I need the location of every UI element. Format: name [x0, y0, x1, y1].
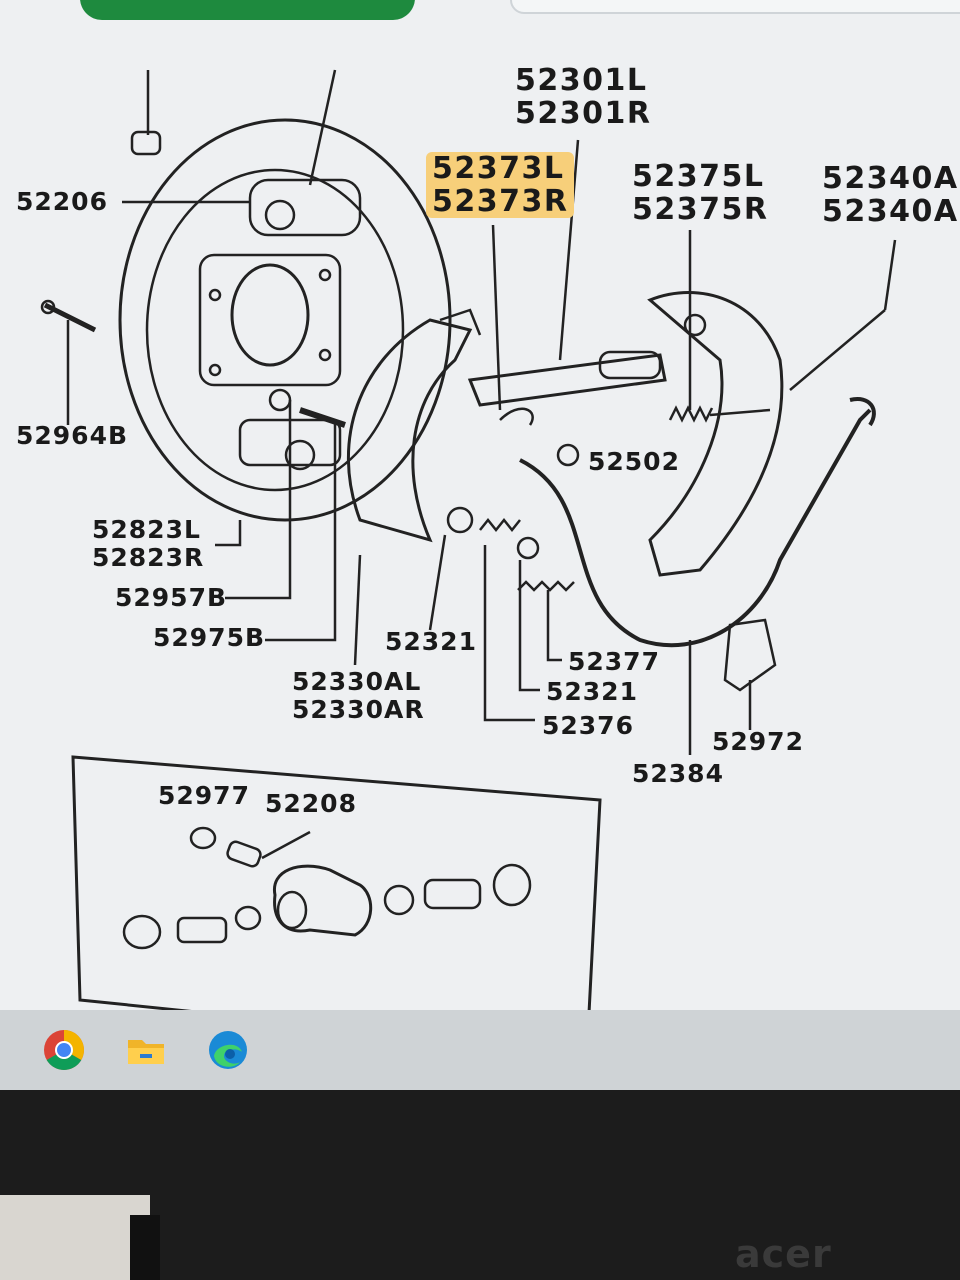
part-label-52321-b: 52321	[546, 677, 638, 706]
part-label-52823: 52823L 52823R	[92, 515, 205, 572]
part-label-52340: 52340A 52340A	[822, 161, 959, 229]
part-label-52373-highlighted: 52373L 52373R	[426, 152, 575, 218]
file-explorer-icon[interactable]	[122, 1026, 170, 1074]
part-label-52377: 52377	[568, 647, 660, 676]
part-label-52208: 52208	[265, 789, 357, 818]
desk-surface	[0, 1195, 150, 1280]
part-label-52964: 52964B	[16, 421, 129, 450]
part-label-52301: 52301L 52301R	[515, 63, 652, 131]
screen: 52206 52301L 52301R 52373L 52373R 52375L…	[0, 0, 960, 1110]
part-label-52502: 52502	[588, 447, 680, 476]
monitor-bezel	[0, 1090, 960, 1280]
part-label-52321-a: 52321	[385, 627, 477, 656]
part-label-52957: 52957B	[115, 583, 228, 612]
part-label-52206: 52206	[16, 187, 108, 216]
edge-icon[interactable]	[204, 1026, 252, 1074]
part-label-52384: 52384	[632, 759, 724, 788]
part-label-52376: 52376	[542, 711, 634, 740]
part-label-52977: 52977	[158, 781, 250, 810]
toolbar-green-button[interactable]	[80, 0, 415, 20]
part-label-52975: 52975B	[153, 623, 266, 652]
part-label-52972: 52972	[712, 727, 804, 756]
monitor-stand	[130, 1215, 160, 1280]
toolbar-outline-panel	[510, 0, 960, 14]
part-label-52375: 52375L 52375R	[632, 159, 769, 227]
monitor-brand-logo: acer	[735, 1232, 832, 1276]
chrome-icon[interactable]	[40, 1026, 88, 1074]
part-label-52330: 52330AL 52330AR	[292, 667, 425, 724]
